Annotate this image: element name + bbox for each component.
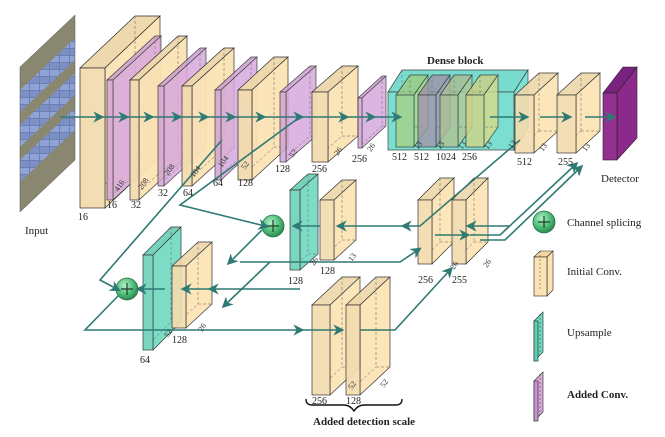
dim-label: 26 (332, 145, 344, 157)
dim-label: 128 (172, 335, 187, 346)
dim-label: 256 (352, 154, 367, 165)
dim-label: 255 (452, 275, 467, 286)
dim-label: 52 (239, 159, 251, 171)
layer-initial-conv (451, 177, 489, 265)
dim-label: 16 (107, 200, 117, 211)
dense-size-label: 13 (434, 139, 446, 151)
legend-label: Upsample (567, 327, 612, 339)
dim-label: 13 (537, 141, 549, 153)
added-conv-icon (533, 371, 544, 422)
branch-arrow (83, 295, 305, 336)
layer-initial-conv (514, 72, 559, 154)
dim-label: 13 (580, 141, 592, 153)
input-image: Input (19, 14, 76, 237)
dim-label: 512 (517, 157, 532, 168)
dim-label: 16 (78, 212, 88, 223)
dim-label: 32 (131, 200, 141, 211)
dim-label: 32 (158, 188, 168, 199)
detector-block (602, 66, 638, 161)
dim-label: 52 (378, 377, 390, 389)
dense-layer (465, 73, 499, 149)
dim-label: 64 (183, 188, 193, 199)
dense-channel-label: 256 (462, 152, 477, 163)
dim-label: 52 (287, 147, 299, 159)
channel-splicing-node (115, 277, 139, 301)
layer-initial-conv (319, 179, 357, 261)
branch-arrow (470, 161, 579, 236)
legend-item-channel-splicing: Channel splicing (532, 210, 642, 234)
layer-added-conv (357, 75, 387, 149)
layer-initial-conv (237, 56, 289, 181)
legend: Channel splicing Initial Conv. Upsample (532, 210, 642, 422)
flow-arrow (221, 261, 271, 309)
branch-arrow (480, 164, 584, 241)
dim-label: 26 (448, 259, 460, 271)
layer-initial-conv (417, 177, 455, 265)
branch-arrow (360, 266, 454, 331)
dim-label: 52 (162, 327, 174, 339)
dim-label: 128 (346, 396, 361, 407)
dim-label: 26 (481, 257, 493, 269)
branch-arrow (178, 116, 301, 230)
dense-channel-label: 512 (392, 152, 407, 163)
dim-label: 255 (558, 157, 573, 168)
dense-size-label: 13 (482, 139, 494, 151)
dim-label: 256 (312, 396, 327, 407)
dim-label: 52 (346, 379, 358, 391)
dim-label: 128 (320, 266, 335, 277)
channel-splicing-node (261, 214, 285, 238)
dim-label: 26 (196, 321, 208, 333)
layer-upsample (289, 173, 319, 271)
branch-arrow (240, 247, 422, 263)
legend-label: Channel splicing (567, 217, 642, 229)
dense-block-title: Dense block (427, 55, 484, 67)
dense-size-label: 13 (456, 139, 468, 151)
legend-label: Added Conv. (567, 389, 628, 401)
dim-label: 26 (308, 255, 320, 267)
layers-group (79, 15, 638, 396)
added-detection-scale-label: Added detection scale (313, 416, 415, 428)
layer-initial-conv (556, 72, 601, 154)
dim-label: 128 (288, 276, 303, 287)
branch-arrow (98, 139, 223, 292)
dim-label: 256 (312, 164, 327, 175)
upsample-icon (533, 311, 544, 362)
dim-label: 26 (365, 141, 377, 153)
legend-item-added-conv: Added Conv. (533, 371, 628, 422)
dense-channel-label: 1024 (436, 152, 456, 163)
dense-size-label: 13 (412, 139, 424, 151)
dense-channel-label: 512 (414, 152, 429, 163)
legend-item-upsample: Upsample (533, 311, 612, 362)
layer-initial-conv (171, 241, 213, 329)
arrows-group (60, 111, 617, 336)
input-label: Input (25, 225, 48, 237)
dim-label: 13 (346, 251, 358, 263)
added-detection-scale-brace: Added detection scale (305, 398, 415, 428)
branch-arrow (226, 229, 263, 266)
detector-label: Detector (601, 173, 639, 185)
layer-initial-conv (345, 276, 391, 396)
initial-conv-icon (533, 250, 554, 297)
legend-label: Initial Conv. (567, 266, 622, 278)
branch-arrow (400, 139, 521, 232)
dim-label: 128 (275, 164, 290, 175)
dim-label: 256 (418, 275, 433, 286)
dim-label: 128 (238, 178, 253, 189)
dense-size-label: 13 (506, 138, 518, 150)
dim-label: 64 (213, 178, 223, 189)
legend-item-initial-conv: Initial Conv. (533, 250, 622, 297)
dim-label: 64 (140, 355, 150, 366)
